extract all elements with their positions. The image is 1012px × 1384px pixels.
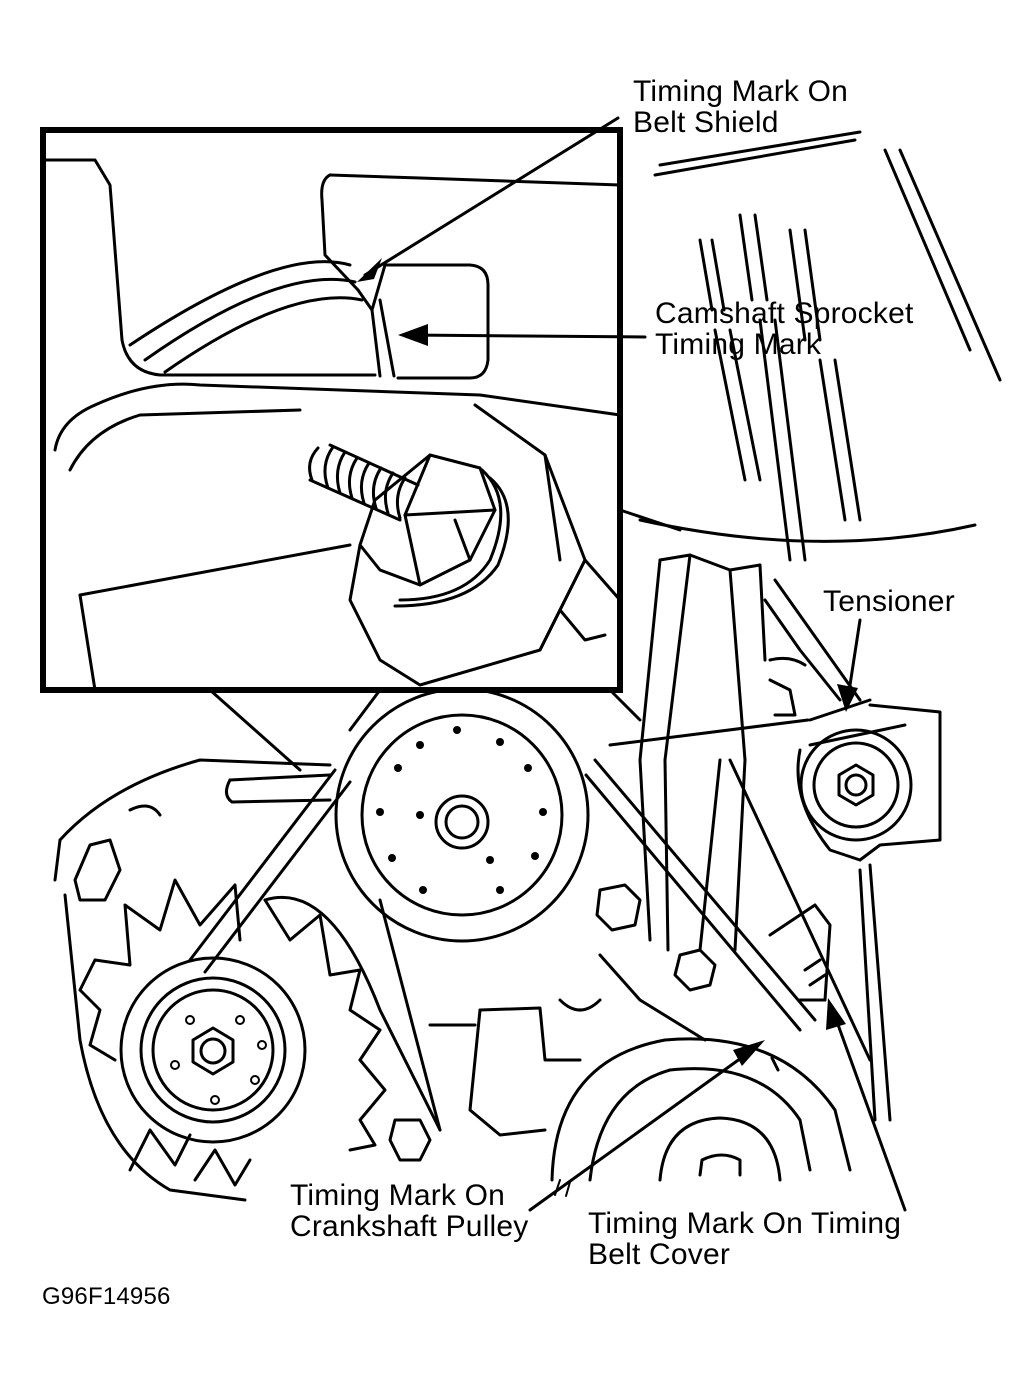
crankshaft-pointer [528,1046,757,1212]
crankshaft-arrowhead [733,1040,765,1066]
callout-arrows [357,116,907,1212]
engine-hardware [428,883,832,1137]
engine-block-lines [638,130,1002,562]
figure-id: G96F14956 [42,1283,171,1310]
tensioner-pointer [846,618,862,700]
bracket-structure [208,508,862,952]
inset-detail [40,127,623,693]
belt-cover-pointer [830,1006,907,1212]
tensioner-pulley [796,698,942,862]
belt-shield-pointer [363,116,620,277]
belt-shield-arrowhead [357,258,382,282]
water-pump-pulley [334,687,590,943]
drive-belt [188,718,907,1122]
tensioner-arrowhead [837,684,858,712]
label-belt-shield-timing-mark: Timing Mark On Belt Shield [633,75,849,139]
alternator [53,758,442,1202]
crankshaft-pulley [550,1037,852,1182]
label-camshaft-sprocket-timing-mark: Camshaft Sprocket Timing Mark [655,297,914,361]
label-crankshaft-pulley-timing-mark: Timing Mark On Crankshaft Pulley [290,1179,529,1243]
label-tensioner: Tensioner [823,585,955,618]
label-timing-belt-cover-mark: Timing Mark On Timing Belt Cover [588,1207,902,1271]
belt-cover-arrowhead [826,998,846,1030]
bolt-detail [308,403,622,687]
camshaft-pointer [406,333,647,339]
inset-frame [40,127,623,693]
camshaft-arrowhead [398,324,428,346]
